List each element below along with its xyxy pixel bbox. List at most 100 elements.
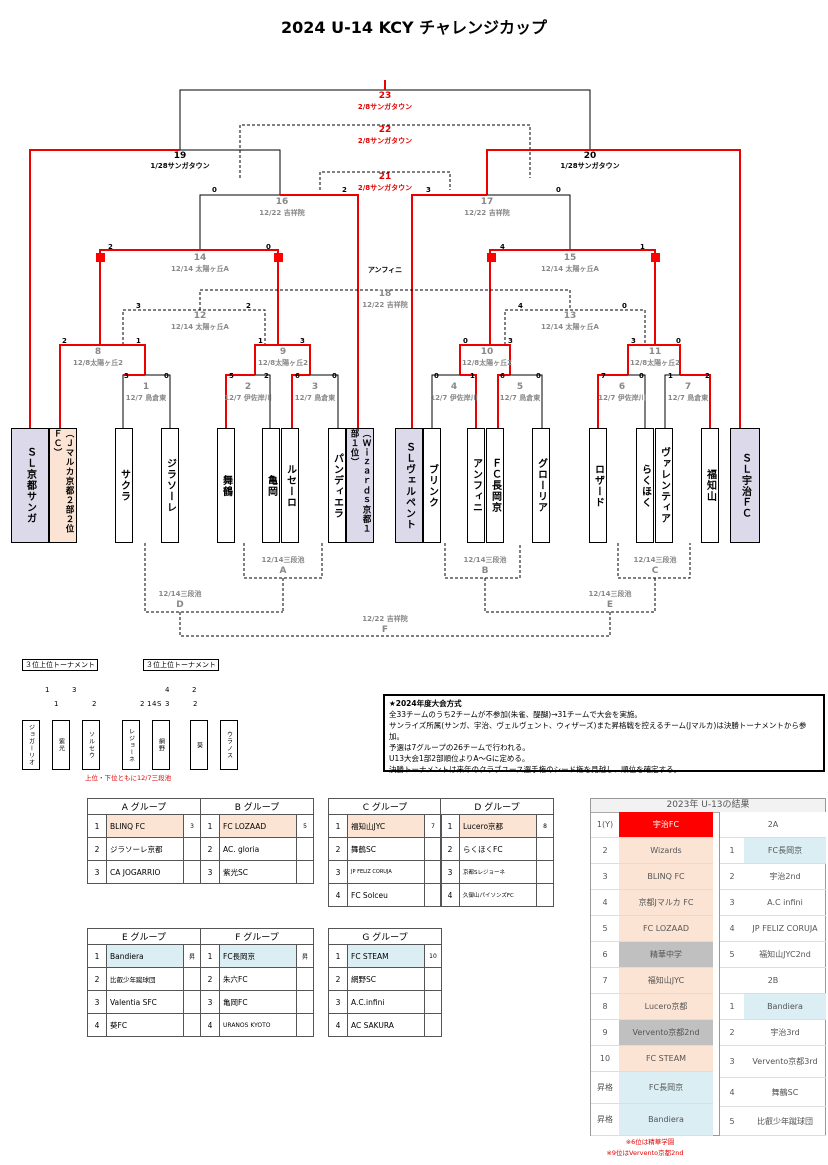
match-9-venue: 12/8太陽ヶ丘2 — [257, 359, 309, 367]
match-10-no: 10 — [480, 347, 494, 357]
rank-team: 宇治3rd — [744, 1020, 826, 1046]
lower-f-label: F — [381, 625, 389, 635]
match-16-no: 16 — [275, 197, 289, 207]
rank-team: Vervento京都2nd — [619, 1020, 713, 1046]
match-15-score2: 1 — [640, 243, 645, 251]
match-11-venue: 12/8太陽ヶ丘2 — [629, 359, 681, 367]
group-title: F グループ — [200, 928, 314, 945]
team-box: ジラソーレ — [161, 428, 179, 543]
match-10-score2: 3 — [508, 337, 513, 345]
match-12-score2: 2 — [246, 302, 251, 310]
mini-team-box: 葵 — [190, 720, 208, 770]
mini-note: 上位・下位ともに12/7三段池 — [85, 774, 172, 782]
match-1-score1: 3 — [124, 372, 129, 380]
match-5-no: 5 — [516, 382, 524, 392]
team-box: （Ｗｉｚａｒｄｓ京都１部１位） — [346, 428, 374, 543]
format-title: ★2024年度大会方式 — [389, 699, 462, 708]
mini-score: 1 — [54, 700, 59, 708]
match-10-venue: 12/8太陽ヶ丘2 — [461, 359, 513, 367]
match-13-no: 13 — [563, 311, 577, 321]
rank-team: FC STEAM — [619, 1046, 713, 1072]
winner-marker — [96, 253, 105, 262]
match-19-venue: 1/28サンガタウン — [150, 162, 210, 170]
mini-score: 1 — [147, 700, 152, 708]
team-box: 亀岡 — [262, 428, 280, 543]
results-note: ※9位はVervento京都2nd — [606, 1149, 684, 1157]
match-11-score2: 0 — [676, 337, 681, 345]
team-box: パンディエラ — [328, 428, 346, 543]
match-8-score2: 1 — [136, 337, 141, 345]
match-10-score1: 0 — [463, 337, 468, 345]
lower-c-label: C — [651, 566, 659, 576]
mini-tournament-title: ３位上位トーナメント — [143, 659, 219, 671]
lower-d-venue: 12/14三段池 — [158, 590, 202, 598]
team-box: ＳＬ京都サンガ — [11, 428, 49, 543]
match-11-score1: 3 — [631, 337, 636, 345]
match-4-venue: 12/7 伊佐岸川 — [430, 394, 478, 402]
rank-team: FC長岡京 — [619, 1072, 713, 1104]
match-15-score1: 4 — [500, 243, 505, 251]
match-9-score2: 3 — [300, 337, 305, 345]
team-box: アンフィニ — [467, 428, 485, 543]
match-17-score2: 0 — [556, 186, 561, 194]
winner-marker — [651, 253, 660, 262]
team-box: ＦＣ長岡京 — [486, 428, 504, 543]
match-14-score2: 0 — [266, 243, 271, 251]
rank-team: 比叡少年蹴球団 — [744, 1107, 826, 1136]
lower-d-label: D — [176, 600, 184, 610]
match-14-score1: 2 — [108, 243, 113, 251]
match-21-score2: 3 — [426, 186, 431, 194]
match-8-no: 8 — [94, 347, 102, 357]
match-4-no: 4 — [450, 382, 458, 392]
mini-score: 2 — [193, 700, 198, 708]
match-2-score2: 2 — [264, 372, 269, 380]
lower-a-label: A — [279, 566, 287, 576]
format-line: 全33チームのうち2チームが不参加(朱雀、醍醐)→31チームで大会を実施。 — [389, 710, 642, 719]
rank-team: 精華中学 — [619, 942, 713, 968]
group-title: E グループ — [87, 928, 201, 945]
match-22-no: 22 — [378, 125, 392, 135]
team-box: ＳＬヴェルペント — [395, 428, 423, 543]
mini-team-box: 網野 — [152, 720, 170, 770]
mini-score: 3 — [72, 686, 77, 694]
mini-score: 4 — [165, 686, 170, 694]
lower-f-venue: 12/22 吉祥院 — [362, 615, 408, 623]
rank-team: BLINQ FC — [619, 864, 713, 890]
match-3-score1: 6 — [295, 372, 300, 380]
match-13-score1: 4 — [518, 302, 523, 310]
match-21-venue: 2/8サンガタウン — [357, 184, 413, 192]
match-13-venue: 12/14 太陽ヶ丘A — [541, 323, 599, 331]
match-1-venue: 12/7 鳥倉東 — [125, 394, 167, 402]
match-3-venue: 12/7 鳥倉東 — [294, 394, 336, 402]
match-6-score2: 0 — [639, 372, 644, 380]
format-line: 予選は7グループの26チームで行われる。 — [389, 743, 530, 752]
match-7-score2: 2 — [705, 372, 710, 380]
rank-team: 京都Jマルカ FC — [619, 890, 713, 916]
group-title: D グループ — [440, 798, 554, 815]
match-3-score2: 0 — [332, 372, 337, 380]
team-box: ＳＬ宇治ＦＣ — [730, 428, 760, 543]
rank-team: Bandiera — [619, 1104, 713, 1136]
match-1-score2: 0 — [164, 372, 169, 380]
division-header: 2B — [720, 968, 826, 994]
rank-team: Vervento京都3rd — [744, 1046, 826, 1078]
match-17-venue: 12/22 吉祥院 — [464, 209, 510, 217]
rank-team: Bandiera — [744, 994, 826, 1020]
match-15-no: 15 — [563, 253, 577, 263]
results-note: ※6位は精華学園 — [625, 1138, 675, 1146]
mini-score: 2 — [92, 700, 97, 708]
bracket-lines — [29, 80, 741, 637]
match-15-venue: 12/14 太陽ヶ丘A — [541, 265, 599, 273]
mini-team-box: ジョガーリオ — [22, 720, 40, 770]
results-2023-panel: 2023年 U-13の結果 1(Y) 宇治FC 2 Wizards 3 BLIN… — [590, 798, 826, 1136]
tournament-format-box: ★2024年度大会方式 全33チームのうち2チームが不参加(朱雀、醍醐)→31チ… — [383, 694, 825, 774]
match-23-no: 23 — [378, 91, 392, 101]
rank-team: 舞鶴SC — [744, 1078, 826, 1107]
match-18-venue: 12/22 吉祥院 — [362, 301, 408, 309]
lower-e-venue: 12/14三段池 — [588, 590, 632, 598]
mini-score: 1 — [45, 686, 50, 694]
mini-score: 2 — [192, 686, 197, 694]
